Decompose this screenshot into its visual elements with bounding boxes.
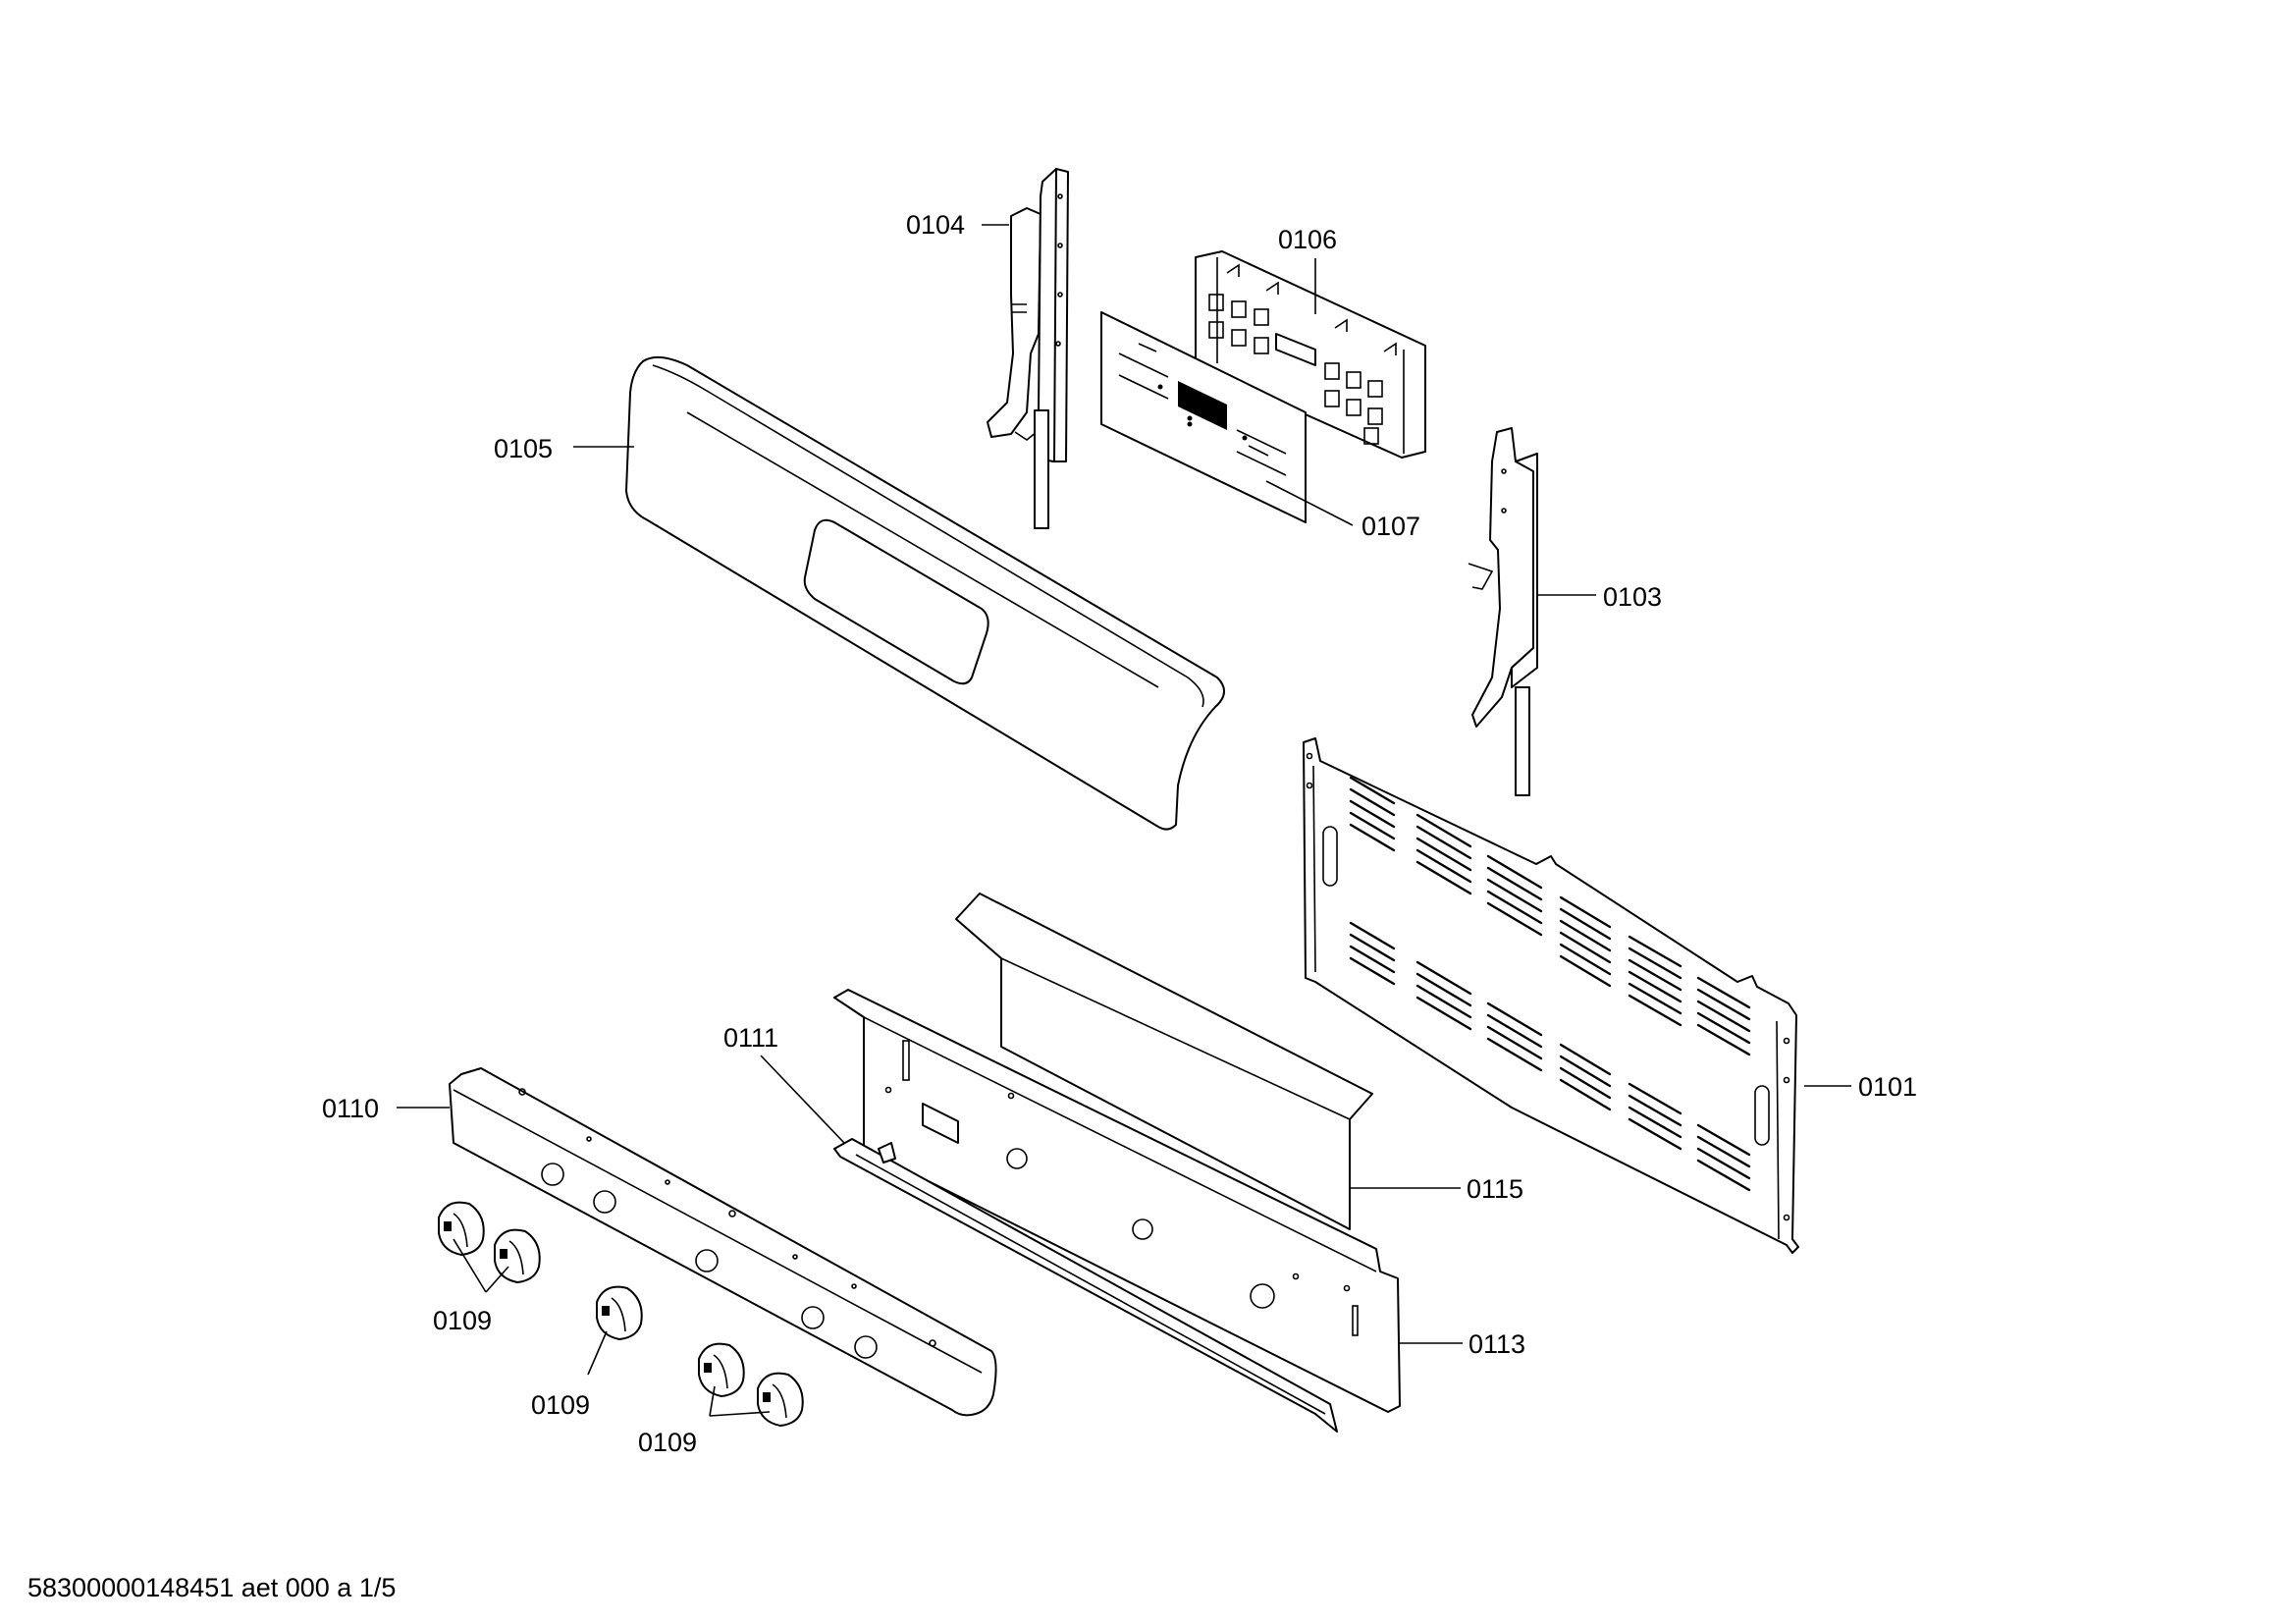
part-number-label: 0104 [906, 210, 965, 240]
board-relays [1208, 294, 1383, 445]
knob-icon [596, 1285, 643, 1340]
side-bracket-left-0104 [987, 168, 1069, 529]
knob-icon [438, 1201, 485, 1256]
knob-group [438, 1201, 804, 1427]
document-id-footer: 58300000148451 aet 000 a 1/5 [27, 1573, 397, 1602]
part-number-label: 0107 [1362, 512, 1420, 541]
control-overlay-0107 [1100, 311, 1307, 523]
manifold-panel-0113 [833, 989, 1401, 1413]
knob-icon [698, 1342, 745, 1397]
front-panel-0110 [449, 1067, 997, 1417]
part-number-label: 0101 [1858, 1072, 1917, 1102]
part-number-label: 0113 [1468, 1329, 1525, 1359]
part-number-label: 0110 [322, 1094, 379, 1123]
part-number-label: 0111 [723, 1023, 778, 1053]
part-number-label: 0115 [1467, 1174, 1523, 1204]
trim-strip-0111 [833, 1138, 1338, 1433]
side-bracket-right-0103 [1468, 427, 1538, 796]
part-number-label: 0109 [531, 1390, 590, 1420]
backguard-panel-0105 [625, 355, 1225, 831]
part-labels: 0104 0106 0105 0107 0103 0101 0115 0113 … [322, 210, 1917, 1457]
part-number-label: 0109 [638, 1428, 697, 1457]
vent-slots [1349, 776, 1751, 1192]
part-number-label: 0106 [1278, 225, 1337, 254]
knob-icon [757, 1372, 804, 1427]
heat-shield-0115 [955, 893, 1373, 1230]
part-number-label: 0109 [433, 1306, 492, 1335]
leader-lines [397, 224, 1851, 1417]
part-number-label: 0103 [1603, 582, 1662, 612]
rear-panel-0101 [1303, 737, 1799, 1254]
part-number-label: 0105 [494, 434, 553, 463]
